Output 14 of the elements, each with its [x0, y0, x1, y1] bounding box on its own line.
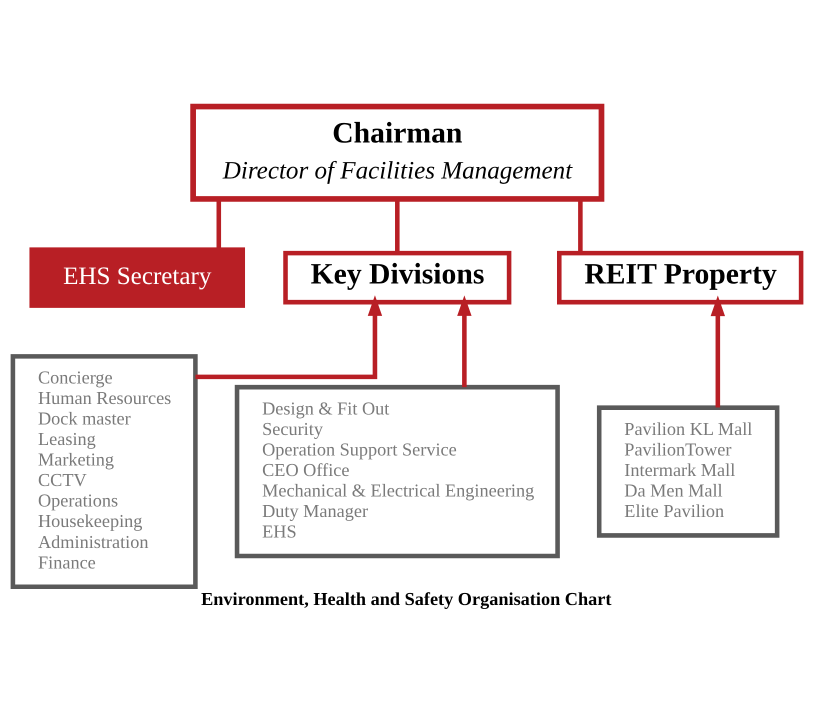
arrow	[457, 295, 472, 388]
node-box: Chairman Director of Facilities Management	[190, 104, 604, 202]
connector	[578, 199, 583, 253]
connector	[216, 199, 222, 248]
node-box: Design & Fit Out Security Operation Support Service CEO Office Mechanical & Electrical Engineering Duty Manager EHS	[234, 384, 560, 558]
connector	[395, 199, 400, 253]
arrow	[195, 295, 382, 380]
node-box: REIT Property	[557, 250, 804, 304]
caption: Environment, Health and Safety Organisation Chart	[201, 588, 612, 609]
node-box: Key Divisions	[283, 250, 512, 304]
node-box: EHS Secretary	[29, 247, 246, 308]
node-box: Pavilion KL Mall PavilionTower Intermark Mall Da Men Mall Elite Pavilion	[596, 405, 780, 538]
arrow	[710, 295, 726, 408]
node-box: Concierge Human Resources Dock master Leasing Marketing CCTV Operations Housekeeping Administration Finance	[10, 354, 198, 590]
